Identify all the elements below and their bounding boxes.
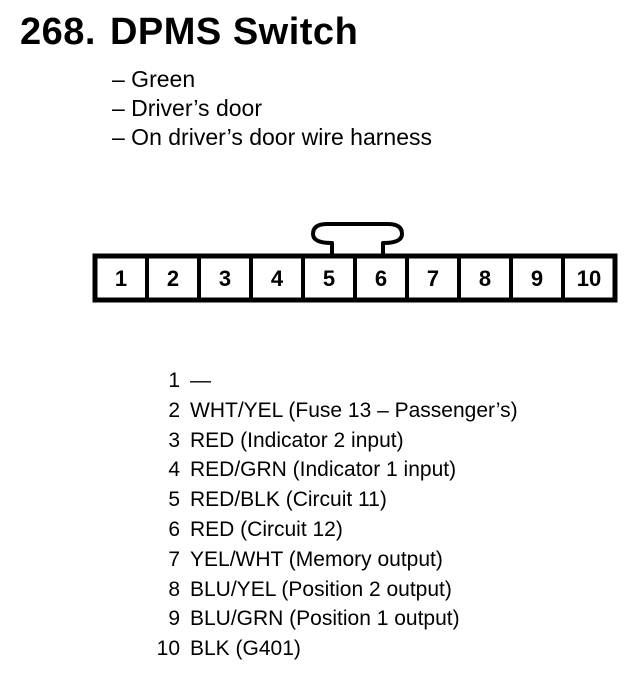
page-title: 268. DPMS Switch bbox=[20, 10, 358, 54]
cavity-label-2: 2 bbox=[167, 266, 179, 291]
pin-row-8: 8 BLU/YEL (Position 2 output) bbox=[150, 575, 518, 605]
pin-description: RED (Circuit 12) bbox=[190, 517, 343, 541]
pin-number: 3 bbox=[168, 428, 180, 452]
cavity-label-3: 3 bbox=[219, 266, 231, 291]
connector-lock-tab bbox=[311, 222, 404, 258]
pin-number: 1 bbox=[168, 369, 180, 392]
component-name: DPMS Switch bbox=[109, 11, 359, 53]
note-location: – Driver’s door bbox=[112, 95, 262, 121]
cavity-label-5: 5 bbox=[323, 266, 335, 291]
pin-description: BLU/YEL (Position 2 output) bbox=[190, 577, 452, 601]
pin-row-7: 7 YEL/WHT (Memory output) bbox=[150, 545, 518, 575]
cavity-label-9: 9 bbox=[531, 266, 543, 291]
pin-number: 5 bbox=[168, 488, 180, 512]
pin-row-6: 6 RED (Circuit 12) bbox=[150, 515, 518, 545]
note-harness: – On driver’s door wire harness bbox=[112, 124, 433, 150]
pin-row-9: 9 BLU/GRN (Position 1 output) bbox=[150, 604, 518, 634]
pin-description: RED/GRN (Indicator 1 input) bbox=[190, 458, 457, 482]
pin-description: BLU/GRN (Position 1 output) bbox=[190, 607, 460, 631]
cavity-label-4: 4 bbox=[271, 266, 284, 291]
pin-description: — bbox=[190, 369, 211, 392]
pin-description: YEL/WHT (Memory output) bbox=[190, 547, 443, 571]
pin-number: 10 bbox=[156, 637, 180, 661]
component-notes: – Green – Driver’s door – On driver’s do… bbox=[112, 65, 432, 152]
pin-number: 2 bbox=[168, 398, 180, 422]
cavity-label-10: 10 bbox=[577, 266, 601, 291]
component-number: 268. bbox=[20, 11, 96, 53]
pin-description: RED/BLK (Circuit 11) bbox=[190, 488, 387, 512]
pin-number: 6 bbox=[168, 517, 180, 541]
pin-row-10: 10 BLK (G401) bbox=[150, 634, 518, 664]
pin-number: 8 bbox=[168, 577, 180, 601]
pin-number: 9 bbox=[168, 607, 180, 631]
pin-description: WHT/YEL (Fuse 13 – Passenger’s) bbox=[190, 398, 518, 422]
connector-diagram: 1 2 3 4 5 6 7 8 9 10 bbox=[92, 222, 618, 303]
pin-row-1: 1— bbox=[150, 366, 518, 396]
cavity-label-7: 7 bbox=[427, 266, 439, 291]
cavity-label-6: 6 bbox=[375, 266, 387, 291]
pin-row-2: 2 WHT/YEL (Fuse 13 – Passenger’s) bbox=[150, 396, 518, 426]
pin-row-3: 3 RED (Indicator 2 input) bbox=[150, 426, 518, 456]
pin-description: BLK (G401) bbox=[190, 637, 301, 661]
cavity-label-8: 8 bbox=[479, 266, 491, 291]
pin-row-5: 5 RED/BLK (Circuit 11) bbox=[150, 485, 518, 515]
pin-number: 4 bbox=[168, 458, 180, 482]
cavity-label-1: 1 bbox=[115, 266, 127, 291]
pin-number: 7 bbox=[168, 547, 180, 571]
note-color: – Green bbox=[112, 66, 196, 92]
pin-description: RED (Indicator 2 input) bbox=[190, 428, 404, 452]
pin-row-4: 4 RED/GRN (Indicator 1 input) bbox=[150, 455, 518, 485]
